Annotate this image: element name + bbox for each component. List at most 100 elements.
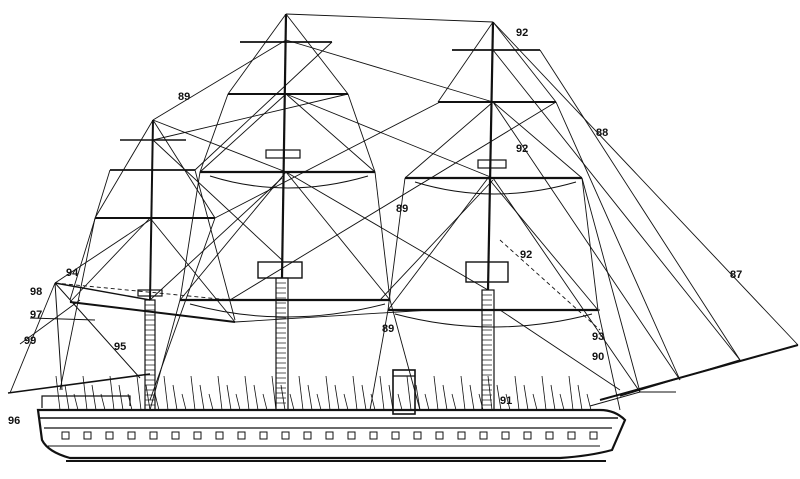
railing-line [109, 375, 115, 411]
rigging-line [379, 179, 494, 301]
rigging-line [69, 217, 151, 303]
callout-91: 91 [500, 395, 512, 407]
callout-95: 95 [114, 341, 126, 353]
rigging-line [234, 309, 431, 323]
rigging-line [285, 13, 494, 23]
railing-line [280, 384, 286, 411]
railing-line [181, 393, 187, 411]
railing-line [379, 375, 385, 411]
railing-line [271, 375, 277, 411]
hull [36, 391, 676, 462]
rigging-line [9, 282, 56, 394]
railing-line [415, 384, 421, 411]
rigging-line [492, 21, 557, 103]
railing-line [514, 375, 520, 411]
rigging-line [152, 119, 216, 219]
rigging-line [285, 171, 391, 301]
railing-line [91, 384, 97, 411]
railing-line [397, 393, 403, 411]
gun-port [347, 431, 356, 440]
callout-87: 87 [730, 269, 742, 281]
deck-railing [55, 375, 592, 411]
furled-sails [189, 175, 593, 328]
gun-ports [61, 431, 598, 440]
railing-line [262, 393, 268, 411]
railing-line [433, 375, 439, 411]
rigging-line [499, 309, 621, 391]
gun-port [391, 431, 400, 440]
rigging-line [374, 171, 391, 301]
dashed-rigging-line [54, 282, 231, 301]
rigging-line [152, 93, 349, 141]
railing-line [154, 393, 160, 411]
gun-port [259, 431, 268, 440]
railing-line [55, 375, 61, 411]
callout-90: 90 [592, 351, 604, 363]
rigging-line [487, 177, 599, 311]
gun-port [127, 431, 136, 440]
rigging-line [194, 41, 333, 171]
rigging-line [149, 217, 236, 323]
gun-port [105, 431, 114, 440]
gun-port [479, 431, 488, 440]
callout-88: 88 [596, 127, 608, 139]
rigging-line [492, 101, 583, 179]
railing-line [244, 375, 250, 411]
railing-line [334, 384, 340, 411]
railing-line [370, 393, 376, 411]
rigging-line [152, 139, 283, 261]
railing-line [442, 384, 448, 411]
railing-line [523, 384, 529, 411]
rigging-line [229, 101, 557, 301]
gun-port [171, 431, 180, 440]
railing-line [289, 393, 295, 411]
gun-port [567, 431, 576, 440]
rigging-line [581, 177, 641, 393]
rigging-line [194, 169, 236, 321]
rigging-line [555, 101, 681, 381]
gun-port [215, 431, 224, 440]
railing-line [73, 393, 79, 411]
funnel [392, 369, 416, 415]
callout-93: 93 [592, 331, 604, 343]
railing-line [451, 393, 457, 411]
railing-line [577, 384, 583, 411]
railing-line [127, 393, 133, 411]
mizzen-mast [69, 119, 236, 411]
railing-line [208, 393, 214, 411]
railing-line [217, 375, 223, 411]
rigging [9, 13, 799, 411]
railing-line [568, 375, 574, 411]
gun-port [523, 431, 532, 440]
gun-port [281, 431, 290, 440]
railing-line [298, 375, 304, 411]
callout-89-top: 89 [178, 91, 190, 103]
callout-98: 98 [30, 286, 42, 298]
rigging-line [199, 93, 229, 173]
rigging-line [492, 21, 799, 346]
rigging-line [437, 21, 494, 103]
railing-line [199, 384, 205, 411]
rigging-line [94, 119, 154, 219]
railing-line [550, 384, 556, 411]
railing-line [505, 393, 511, 411]
gun-port [83, 431, 92, 440]
railing-line [190, 375, 196, 411]
gun-port [193, 431, 202, 440]
rigging-line [149, 299, 181, 411]
spanker-spars [7, 282, 151, 394]
railing-line [469, 384, 475, 411]
rigging-line [581, 177, 599, 311]
rigging-line [347, 93, 376, 173]
railing-line [424, 393, 430, 411]
rigging-line [369, 309, 389, 411]
rigging-line [285, 13, 349, 95]
railing-line [532, 393, 538, 411]
railing-line [82, 375, 88, 411]
gun-port [369, 431, 378, 440]
rigging-line [152, 39, 287, 121]
rigging-line [387, 177, 489, 311]
gun-port [149, 431, 158, 440]
gun-port [303, 431, 312, 440]
bowsprit [599, 344, 799, 401]
